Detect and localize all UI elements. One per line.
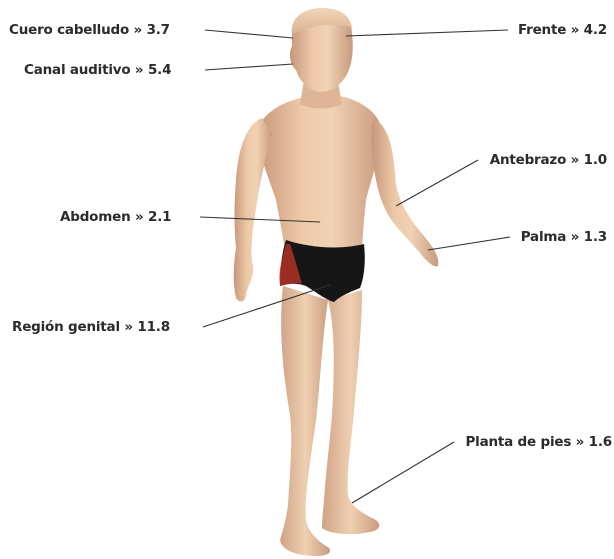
label-cuero-cabelludo: Cuero cabelludo » 3.7 (9, 22, 170, 38)
right-leg (322, 290, 379, 534)
label-palma: Palma » 1.3 (521, 229, 607, 245)
leader-palma (428, 237, 510, 250)
label-abdomen: Abdomen » 2.1 (60, 209, 171, 225)
human-figure (234, 8, 439, 556)
leader-planta-de-pies (352, 442, 454, 503)
torso (258, 94, 382, 258)
leader-canal-auditivo (205, 64, 293, 70)
leader-cuero-cabelludo (205, 30, 293, 38)
left-arm (234, 118, 272, 301)
label-planta-de-pies: Planta de pies » 1.6 (465, 434, 612, 450)
label-canal-auditivo: Canal auditivo » 5.4 (24, 62, 171, 78)
label-region-genital: Región genital » 11.8 (12, 319, 170, 335)
leader-frente (346, 30, 508, 36)
label-frente: Frente » 4.2 (518, 22, 607, 38)
right-arm (371, 120, 438, 266)
label-antebrazo: Antebrazo » 1.0 (490, 152, 607, 168)
leader-antebrazo (396, 160, 478, 206)
